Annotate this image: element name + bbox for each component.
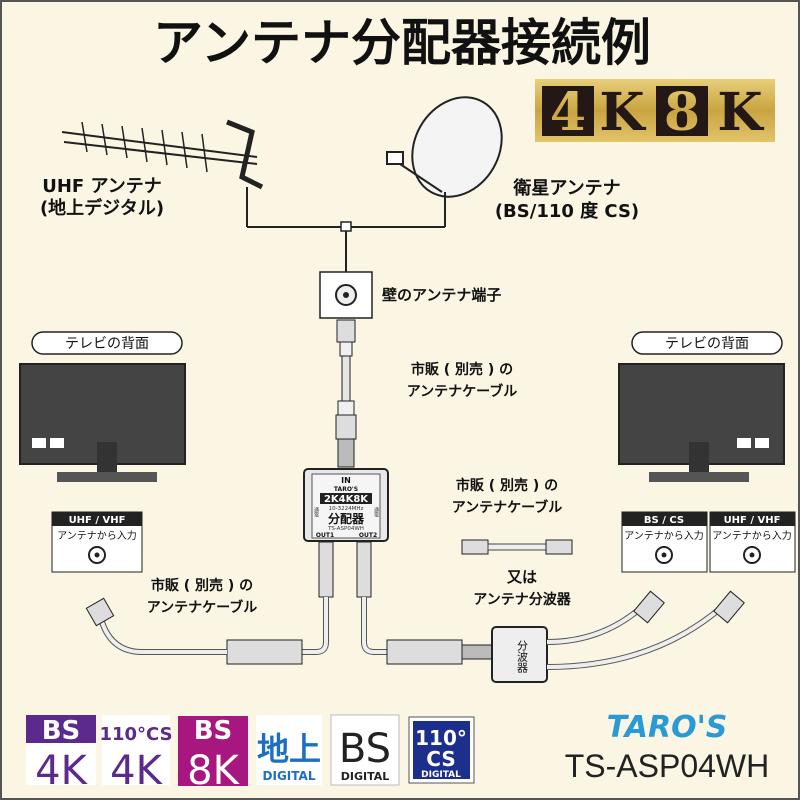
logo-terrestrial-digital: 地上 DIGITAL	[256, 715, 322, 785]
uhf-antenna-label: UHF アンテナ	[42, 176, 162, 197]
svg-text:K: K	[717, 82, 764, 143]
svg-text:4: 4	[550, 82, 586, 143]
tv-right-icon: テレビの背面	[618, 331, 785, 482]
brand-logo: TARO'S	[607, 710, 728, 745]
svg-text:K: K	[599, 82, 646, 143]
svg-text:地上: 地上	[257, 730, 321, 768]
svg-text:TS-ASP04WH: TS-ASP04WH	[327, 526, 364, 532]
cable-label-right: 市販 ( 別売 ) の	[456, 477, 558, 494]
cable-label-left-2: アンテナケーブル	[147, 599, 258, 616]
svg-text:アンテナから入力: アンテナから入力	[57, 529, 137, 542]
svg-text:テレビの背面: テレビの背面	[665, 336, 749, 352]
4k8k-badge: 4 K 8 K	[535, 79, 775, 143]
wall-antenna-terminal-icon	[319, 271, 373, 319]
antenna-cable-top	[335, 319, 357, 468]
svg-text:BS: BS	[339, 726, 391, 772]
diplexer-device: 分波器	[491, 590, 745, 683]
svg-text:110°CS: 110°CS	[99, 724, 172, 745]
uhf-antenna-sublabel: (地上デジタル)	[40, 197, 164, 219]
logo-110cs-digital: 110° CS DIGITAL	[408, 716, 475, 784]
tv-input-uhf-left: UHF / VHF アンテナから入力	[51, 511, 143, 573]
short-cable-icon	[461, 539, 573, 555]
logo-bs-4k: BS 4K	[26, 715, 96, 794]
svg-text:分配器: 分配器	[328, 511, 365, 526]
cable-label-right-2: アンテナケーブル	[452, 499, 563, 516]
satellite-dish-icon	[386, 96, 503, 227]
wall-terminal-label: 壁のアンテナ端子	[382, 286, 501, 304]
diplexer-label: アンテナ分波器	[473, 591, 571, 608]
page-title: アンテナ分配器接続例	[153, 14, 651, 72]
antenna-feed-line	[247, 226, 445, 272]
logo-110cs-4k: 110°CS 4K	[99, 715, 173, 794]
svg-text:通電: 通電	[313, 506, 319, 518]
svg-text:DIGITAL: DIGITAL	[263, 769, 316, 783]
tv-left-icon: テレビの背面	[19, 331, 186, 482]
satellite-antenna-sublabel: (BS/110 度 CS)	[495, 200, 639, 222]
antenna-cable-right	[361, 597, 493, 665]
svg-text:IN: IN	[341, 476, 351, 485]
svg-text:DIGITAL: DIGITAL	[421, 770, 461, 780]
svg-text:UHF / VHF: UHF / VHF	[724, 515, 781, 526]
svg-text:10-3224MHz: 10-3224MHz	[329, 506, 364, 512]
cable-label-left: 市販 ( 別売 ) の	[151, 577, 253, 594]
cable-label-top-2: アンテナケーブル	[407, 383, 518, 400]
svg-text:BS: BS	[194, 716, 233, 746]
svg-text:BS: BS	[42, 716, 81, 746]
svg-text:OUT1: OUT1	[316, 532, 334, 539]
uhf-antenna-icon	[61, 119, 264, 227]
splitter-device: IN TARO'S 2K4K8K 10-3224MHz 分配器 TS-ASP04…	[303, 468, 389, 542]
svg-text:UHF / VHF: UHF / VHF	[69, 515, 126, 526]
svg-text:OUT2: OUT2	[359, 532, 377, 539]
svg-text:テレビの背面: テレビの背面	[65, 336, 149, 352]
antenna-cable-left	[85, 541, 372, 665]
svg-text:通電: 通電	[373, 506, 379, 518]
cable-label-top: 市販 ( 別売 ) の	[411, 361, 513, 378]
svg-text:アンテナから入力: アンテナから入力	[624, 529, 704, 542]
svg-text:アンテナから入力: アンテナから入力	[712, 529, 792, 542]
logo-bs-8k: BS 8K	[178, 716, 248, 794]
logo-bs-digital: BS DIGITAL	[330, 714, 400, 786]
svg-text:CS: CS	[426, 747, 455, 771]
svg-text:2K4K8K: 2K4K8K	[324, 494, 369, 505]
model-number: TS-ASP04WH	[565, 748, 769, 784]
tv-input-uhf-right: UHF / VHF アンテナから入力	[709, 511, 796, 573]
svg-text:TARO'S: TARO'S	[334, 486, 358, 493]
svg-text:4K: 4K	[110, 748, 163, 794]
svg-text:DIGITAL: DIGITAL	[341, 770, 390, 783]
svg-text:8K: 8K	[187, 748, 240, 794]
satellite-antenna-label: 衛星アンテナ	[512, 177, 620, 199]
svg-text:分波器: 分波器	[516, 640, 529, 674]
svg-text:110°: 110°	[415, 726, 467, 750]
tv-input-bs-cs: BS / CS アンテナから入力	[621, 511, 708, 573]
svg-text:BS / CS: BS / CS	[644, 515, 684, 526]
svg-text:8: 8	[664, 82, 700, 143]
svg-text:4K: 4K	[35, 748, 88, 794]
or-label: 又は	[507, 568, 537, 586]
